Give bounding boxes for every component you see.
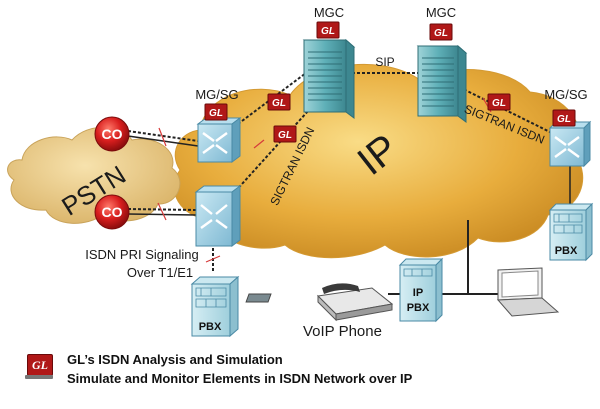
co-bottom-to-gw-solid (127, 213, 197, 216)
gl-logo-text: GL (278, 130, 292, 141)
slash-marker (253, 139, 265, 149)
mgc-left-server (302, 38, 356, 119)
ip-pbx-label-line2: PBX (407, 302, 430, 314)
gl-logo-text: GL (492, 98, 506, 109)
footer-title: GL’s ISDN Analysis and Simulation (67, 352, 283, 367)
laptop-icon (496, 267, 560, 317)
mgc-left-label: MGC (314, 5, 344, 20)
gl-logo-base (25, 375, 53, 379)
footer-subtitle: Simulate and Monitor Elements in ISDN Ne… (67, 371, 413, 386)
mgsg-right-label: MG/SG (544, 87, 587, 102)
co-top-to-gw-solid (127, 135, 199, 147)
gl-logo-mgc-left: GL (316, 21, 340, 39)
pbx-right: PBX (548, 202, 594, 262)
gl-logo-text: GL (321, 26, 335, 37)
co-bottom-label: CO (102, 204, 123, 220)
mgsg-right-gateway (548, 120, 592, 168)
slash-marker (205, 255, 221, 263)
gl-logo-mgsg-left: GL (204, 103, 228, 121)
co-top-label: CO (102, 126, 123, 142)
pbx-left: PBX (190, 275, 240, 338)
mgsg-left-label: MG/SG (195, 87, 238, 102)
ip-pbx: IP PBX (398, 257, 444, 323)
gl-logo-text: GL (272, 98, 286, 109)
co-bottom-node: CO (94, 194, 130, 230)
ip-pbx-label-line1: IP (413, 287, 423, 299)
mgc-right-label: MGC (426, 5, 456, 20)
gl-logo-text: GL (557, 114, 571, 125)
gl-logo-link-right: GL (487, 93, 511, 111)
mgsg-left-gateway (196, 117, 242, 163)
co-top-node: CO (94, 116, 130, 152)
gw-bottom-to-mgc-left (231, 99, 319, 196)
slash-marker (157, 202, 167, 221)
voip-phone-icon (245, 283, 394, 322)
footer-caption: GL GL’s ISDN Analysis and Simulation Sim… (0, 344, 600, 409)
slash-marker (158, 127, 167, 147)
mg-bottom-gateway (194, 185, 242, 247)
gl-logo-link-lower: GL (273, 125, 297, 143)
co-top-to-gw-dashed (127, 130, 199, 142)
pbx-left-label: PBX (199, 321, 222, 333)
gl-logo-mgc-right: GL (429, 23, 453, 41)
gl-logo-link-upper: GL (267, 93, 291, 111)
voip-phone-label: VoIP Phone (303, 323, 382, 340)
isdn-pri-label-line2: Over T1/E1 (127, 265, 193, 280)
pbx-right-label: PBX (555, 245, 578, 257)
sip-label: SIP (375, 55, 394, 69)
co-bottom-to-gw-dashed (127, 208, 197, 211)
gl-logo-mgsg-right: GL (552, 109, 576, 127)
isdn-pri-label-line1: ISDN PRI Signaling (85, 247, 198, 262)
gl-logo-text: GL (434, 28, 448, 39)
gl-logo-text: GL (209, 108, 223, 119)
gl-logo-icon: GL (27, 354, 53, 376)
mgc-right-server (416, 44, 468, 123)
